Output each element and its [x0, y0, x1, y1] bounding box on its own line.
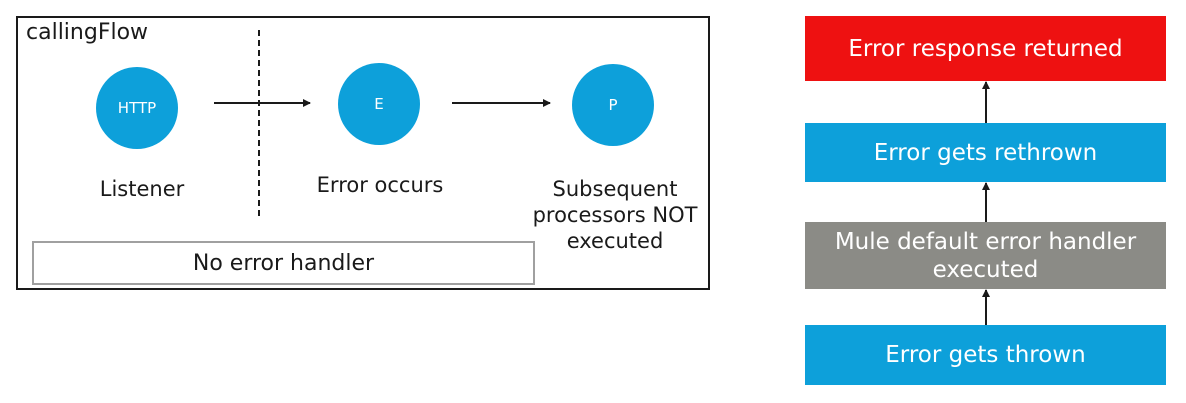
- processor-node-icon-text: P: [608, 96, 618, 114]
- error-occurs-label: Error occurs: [316, 173, 444, 197]
- error-node-icon: E: [338, 63, 420, 145]
- flow-name: callingFlow: [26, 20, 149, 45]
- error-handler-box: No error handler: [32, 241, 535, 285]
- step-label: Error gets rethrown: [873, 139, 1098, 166]
- error-node-icon-text: E: [374, 95, 384, 113]
- step-default-handler-executed: Mule default error handler executed: [805, 222, 1166, 289]
- http-listener-icon: HTTP: [96, 67, 178, 149]
- source-divider: [258, 30, 260, 216]
- http-listener-icon-text: HTTP: [117, 99, 157, 117]
- step-error-thrown: Error gets thrown: [805, 325, 1166, 385]
- step-error-response-returned: Error response returned: [805, 16, 1166, 81]
- step-label: Error response returned: [848, 35, 1123, 62]
- step-error-rethrown: Error gets rethrown: [805, 123, 1166, 182]
- processor-node-icon: P: [572, 64, 654, 146]
- subsequent-processors-label: Subsequent processors NOT executed: [532, 177, 698, 253]
- step-label: Error gets thrown: [885, 342, 1086, 368]
- error-handler-label: No error handler: [192, 250, 375, 276]
- calling-flow-container: [16, 16, 710, 290]
- listener-label: Listener: [99, 177, 185, 201]
- step-label: Mule default error handler executed: [834, 228, 1137, 283]
